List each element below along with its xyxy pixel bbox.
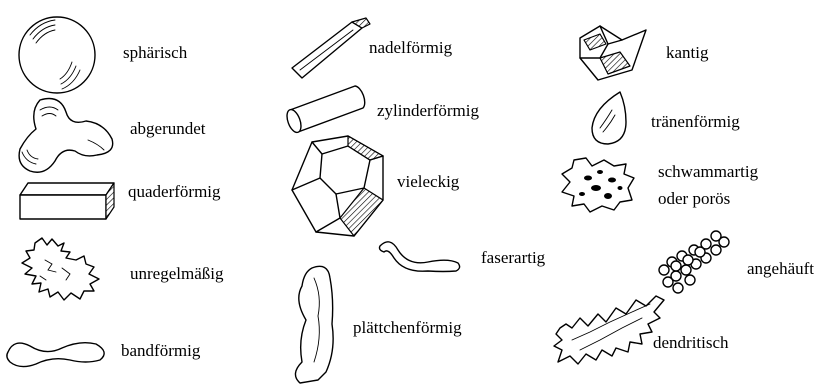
dendritic-particle-icon (554, 296, 664, 364)
label-quaderfoermig: quaderförmig (128, 181, 221, 203)
cuboid-particle-icon (20, 183, 114, 219)
polyhedral-particle-icon (292, 136, 383, 236)
ribbon-particle-icon (7, 343, 104, 367)
cylinder-particle-icon (284, 86, 364, 134)
needle-particle-icon (292, 18, 370, 78)
porous-particle-icon (562, 158, 634, 212)
platelet-particle-icon (295, 266, 333, 383)
label-kantig: kantig (666, 42, 709, 64)
rounded-particle-icon (19, 99, 113, 173)
label-dendritisch: dendritisch (653, 332, 729, 354)
label-spherisch: sphärisch (123, 42, 187, 64)
fibrous-particle-icon (380, 242, 460, 272)
label-schwammartig-line1: schwammartig (658, 161, 758, 183)
angular-particle-icon (580, 26, 646, 80)
label-faserartig: faserartig (481, 247, 545, 269)
label-traenenfoermig: tränenförmig (651, 111, 740, 133)
label-schwammartig-line2: oder porös (658, 188, 730, 210)
label-bandfoermig: bandförmig (121, 340, 200, 362)
teardrop-particle-icon (592, 92, 626, 144)
spherical-particle-icon (19, 17, 95, 93)
label-unregelmaessig: unregelmäßig (130, 263, 223, 285)
label-plaettchenfoermig: plättchenförmig (353, 317, 462, 339)
label-vieleckig: vieleckig (397, 171, 459, 193)
label-abgerundet: abgerundet (130, 118, 206, 140)
agglomerate-particle-icon (659, 231, 729, 293)
irregular-particle-icon (22, 238, 99, 300)
label-angehaeuft: angehäuft (747, 258, 814, 280)
label-zylinderfoermig: zylinderförmig (377, 100, 479, 122)
label-nadelfoermig: nadelförmig (369, 37, 452, 59)
